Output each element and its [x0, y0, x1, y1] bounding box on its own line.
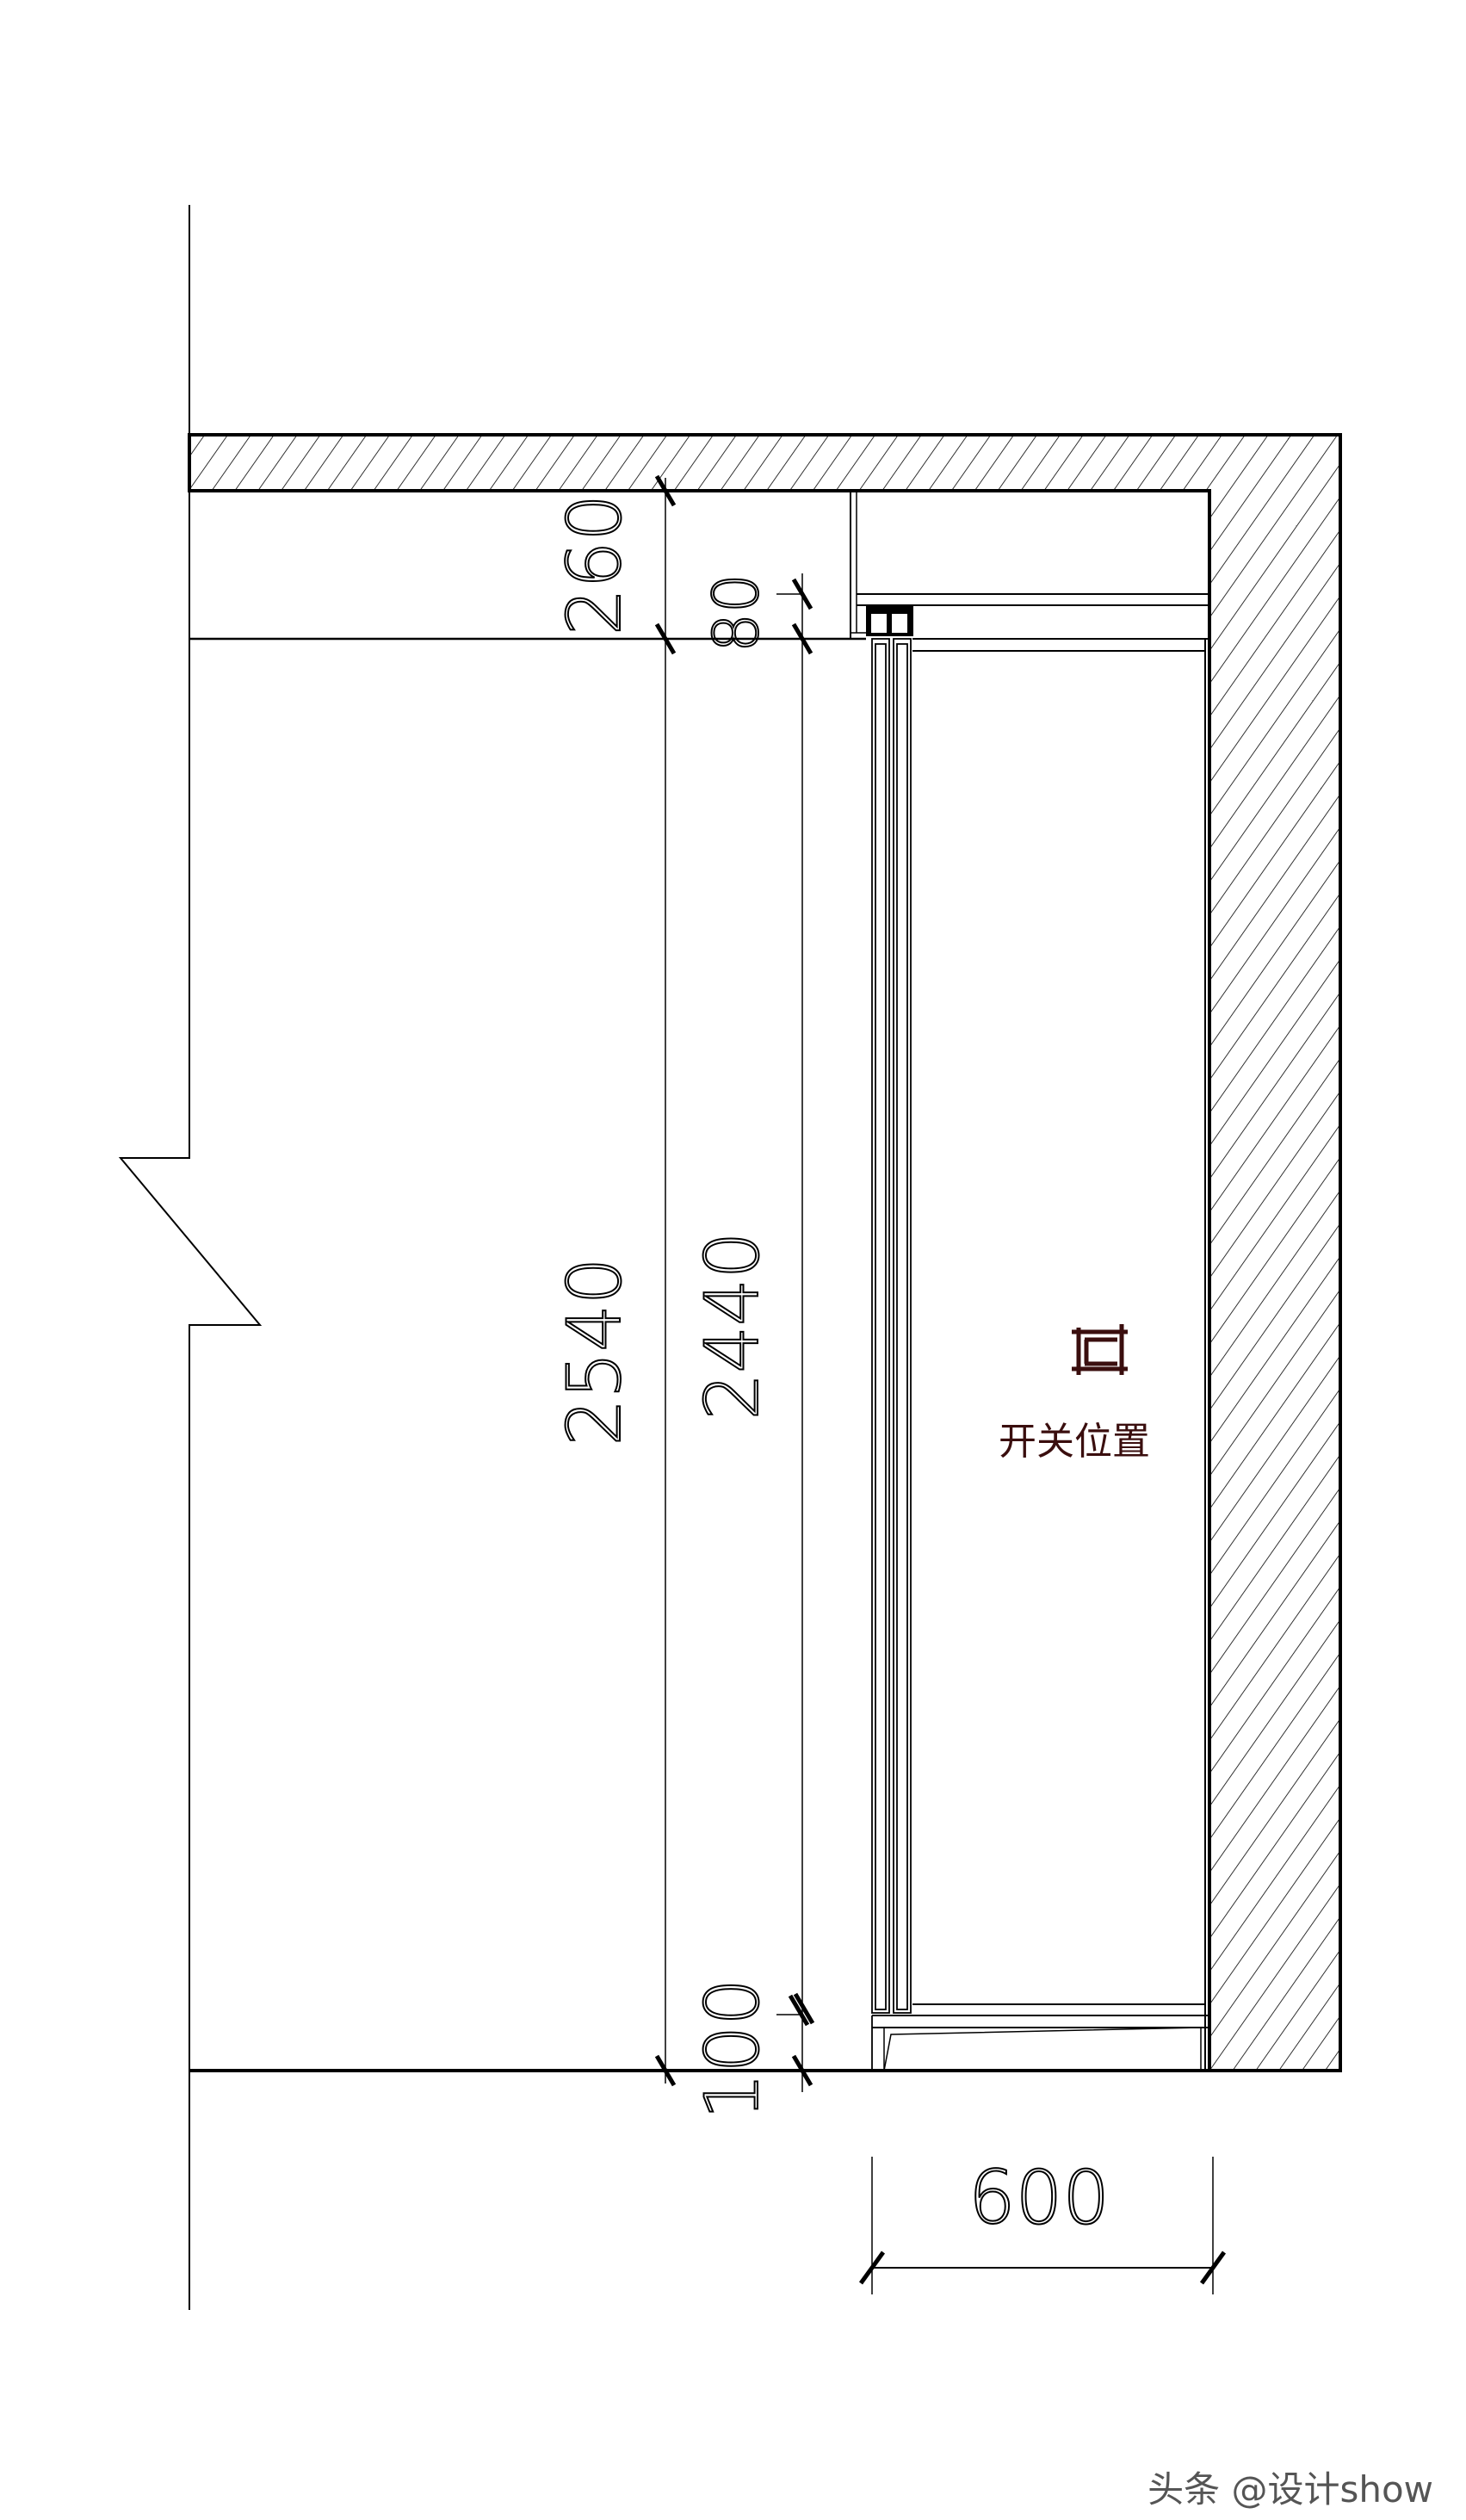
- plinth-slope: [883, 2027, 1202, 2071]
- dimension-100: 100: [690, 1978, 776, 2120]
- dimension-line-left: [654, 474, 677, 2087]
- watermark: 头条 @设计show: [1147, 2468, 1433, 2511]
- dimension-2440: 2440: [690, 1232, 776, 1421]
- dimension-600: 600: [968, 2155, 1110, 2241]
- dimension-80: 80: [700, 573, 772, 653]
- dimension-line-bottom: [858, 2157, 1227, 2294]
- dimension-line-right: [776, 573, 815, 2092]
- switch-position-label: 开关位置: [999, 1420, 1150, 1464]
- left-wall-break-line: [118, 205, 263, 2310]
- switch-symbol-icon: [1072, 1324, 1128, 1375]
- dimension-260: 260: [552, 494, 638, 635]
- dimension-2540: 2540: [552, 1258, 638, 1446]
- sliding-doors: [871, 638, 912, 2014]
